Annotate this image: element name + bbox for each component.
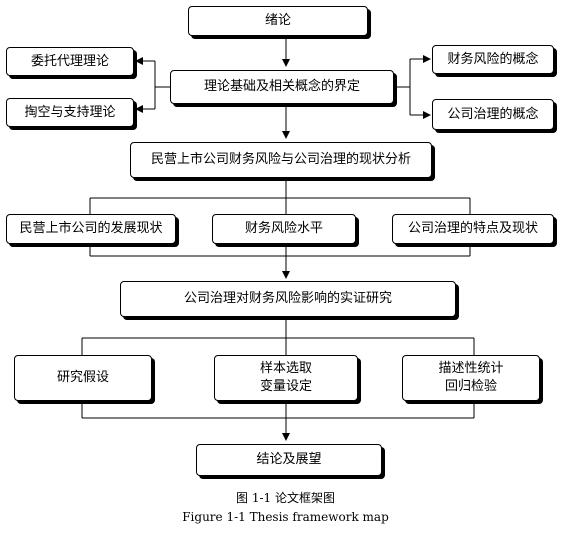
governance-concept-box: 公司治理的概念 bbox=[432, 99, 554, 130]
theory-basis-box: 理论基础及相关概念的界定 bbox=[170, 70, 394, 104]
agency-theory-box: 委托代理理论 bbox=[6, 47, 134, 76]
stats-regression-box: 描述性统计 回归检验 bbox=[402, 355, 540, 401]
empirical-study-box: 公司治理对财务风险影响的实证研究 bbox=[120, 281, 456, 317]
sample-variables-box: 样本选取 变量设定 bbox=[214, 355, 358, 401]
status-analysis-box: 民营上市公司财务风险与公司治理的现状分析 bbox=[130, 142, 432, 178]
governance-features-box: 公司治理的特点及现状 bbox=[392, 214, 554, 244]
hypothesis-box: 研究假设 bbox=[14, 355, 152, 401]
conclusion-box: 结论及展望 bbox=[196, 444, 382, 476]
development-status-box: 民营上市公司的发展现状 bbox=[6, 214, 176, 244]
financial-risk-concept-box: 财务风险的概念 bbox=[432, 45, 554, 74]
risk-level-box: 财务风险水平 bbox=[212, 214, 356, 244]
caption-en: Figure 1-1 Thesis framework map bbox=[182, 510, 389, 524]
caption-zh: 图 1-1 论文框架图 bbox=[236, 491, 335, 505]
intro-box: 绪论 bbox=[188, 6, 368, 36]
tunneling-theory-box: 掏空与支持理论 bbox=[6, 98, 134, 127]
